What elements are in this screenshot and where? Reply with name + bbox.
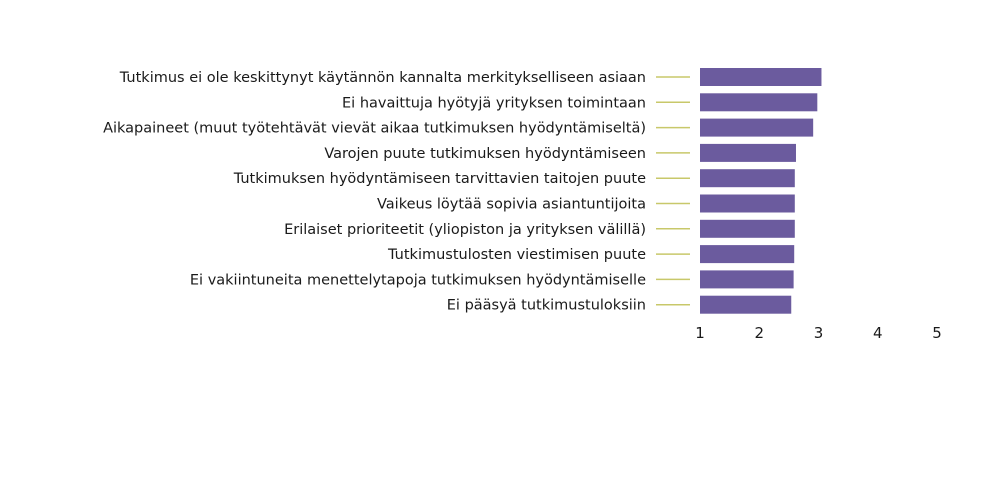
category-label: Tutkimustulosten viestimisen puute: [387, 247, 646, 263]
x-tick-label: 3: [814, 324, 824, 342]
category-label: Aikapaineet (muut työtehtävät vievät aik…: [103, 121, 646, 137]
category-labels: Tutkimus ei ole keskittynyt käytännön ka…: [103, 70, 646, 314]
bar: [700, 93, 818, 112]
category-label: Varojen puute tutkimuksen hyödyntämiseen: [324, 146, 646, 162]
x-axis-ticks: 1 2 3 4 5: [695, 324, 942, 342]
x-tick-label: 4: [873, 324, 883, 342]
bar: [700, 295, 792, 314]
category-label: Ei havaittuja hyötyjä yrityksen toiminta…: [342, 95, 646, 111]
x-tick-label: 2: [754, 324, 764, 342]
category-label: Erilaiset prioriteetit (yliopiston ja yr…: [284, 222, 646, 238]
bar: [700, 169, 795, 188]
bar: [700, 194, 795, 213]
bar: [700, 118, 814, 137]
bar: [700, 219, 795, 238]
bar: [700, 245, 795, 264]
category-label: Vaikeus löytää sopivia asiantuntijoita: [377, 197, 646, 213]
leader-lines: [656, 76, 690, 306]
category-label: Ei pääsyä tutkimustuloksiin: [447, 298, 646, 314]
bar: [700, 68, 822, 86]
bar: [700, 270, 794, 289]
category-label: Tutkimus ei ole keskittynyt käytännön ka…: [119, 70, 646, 86]
bar: [700, 143, 796, 162]
category-label: Ei vakiintuneita menettelytapoja tutkimu…: [190, 272, 646, 288]
bars: [700, 68, 822, 314]
x-tick-label: 1: [695, 324, 705, 342]
x-tick-label: 5: [932, 324, 942, 342]
category-label: Tutkimuksen hyödyntämiseen tarvittavien …: [233, 171, 646, 187]
